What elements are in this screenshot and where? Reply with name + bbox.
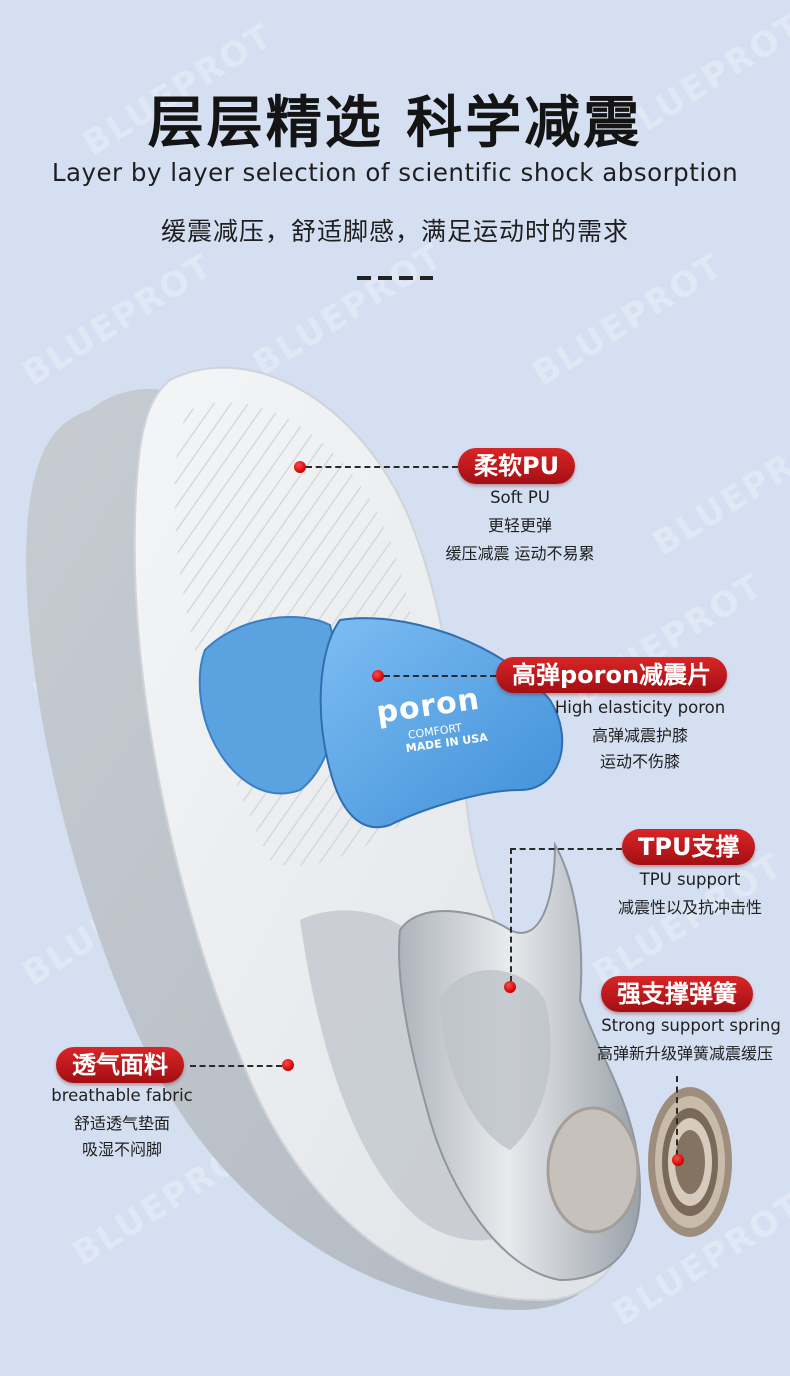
page-title: 层层精选 科学减震: [147, 91, 643, 156]
callout-dot: [372, 670, 384, 682]
feature-line-fabric-2: 吸湿不闷脚: [81, 1140, 162, 1159]
callout-dot: [504, 981, 516, 993]
callout-leader-line: [676, 1076, 678, 1156]
feature-line-soft-pu-1: 更轻更弹: [487, 516, 552, 535]
feature-badge-poron: 高弹poron减震片: [496, 657, 728, 693]
feature-line-poron-1: 高弹减震护膝: [591, 726, 688, 745]
subtitle-english: Layer by layer selection of scientific s…: [51, 158, 739, 187]
feature-en-spring: Strong support spring: [601, 1016, 781, 1035]
callout-leader-line: [306, 466, 458, 468]
spring-part: [648, 1087, 732, 1237]
feature-line-tpu-1: 减震性以及抗冲击性: [617, 898, 762, 917]
callout-leader-line: [510, 848, 512, 982]
feature-line-spring-1: 高弹新升级弹簧减震缓压: [596, 1044, 773, 1063]
dash-divider: [357, 276, 433, 280]
feature-badge-spring: 强支撑弹簧: [601, 976, 753, 1012]
callout-leader-line: [510, 848, 622, 850]
feature-line-soft-pu-2: 缓压减震 运动不易累: [445, 544, 595, 563]
callout-leader-line: [384, 675, 496, 677]
feature-line-poron-2: 运动不伤膝: [599, 752, 680, 771]
feature-badge-tpu: TPU支撑: [622, 829, 756, 865]
subtitle-chinese: 缓震减压，舒适脚感，满足运动时的需求: [160, 217, 629, 246]
callout-leader-line: [190, 1065, 282, 1067]
feature-line-fabric-1: 舒适透气垫面: [73, 1114, 170, 1133]
callout-dot: [282, 1059, 294, 1071]
feature-en-soft-pu: Soft PU: [490, 488, 550, 507]
feature-badge-fabric: 透气面料: [56, 1047, 184, 1083]
feature-en-poron: High elasticity poron: [554, 698, 726, 717]
heel-pad: [546, 1106, 640, 1234]
feature-en-fabric: breathable fabric: [51, 1086, 193, 1105]
feature-en-tpu: TPU support: [639, 870, 741, 889]
callout-dot: [294, 461, 306, 473]
poron-pad-back: [198, 616, 339, 795]
feature-badge-soft-pu: 柔软PU: [458, 448, 576, 484]
callout-dot: [672, 1154, 684, 1166]
